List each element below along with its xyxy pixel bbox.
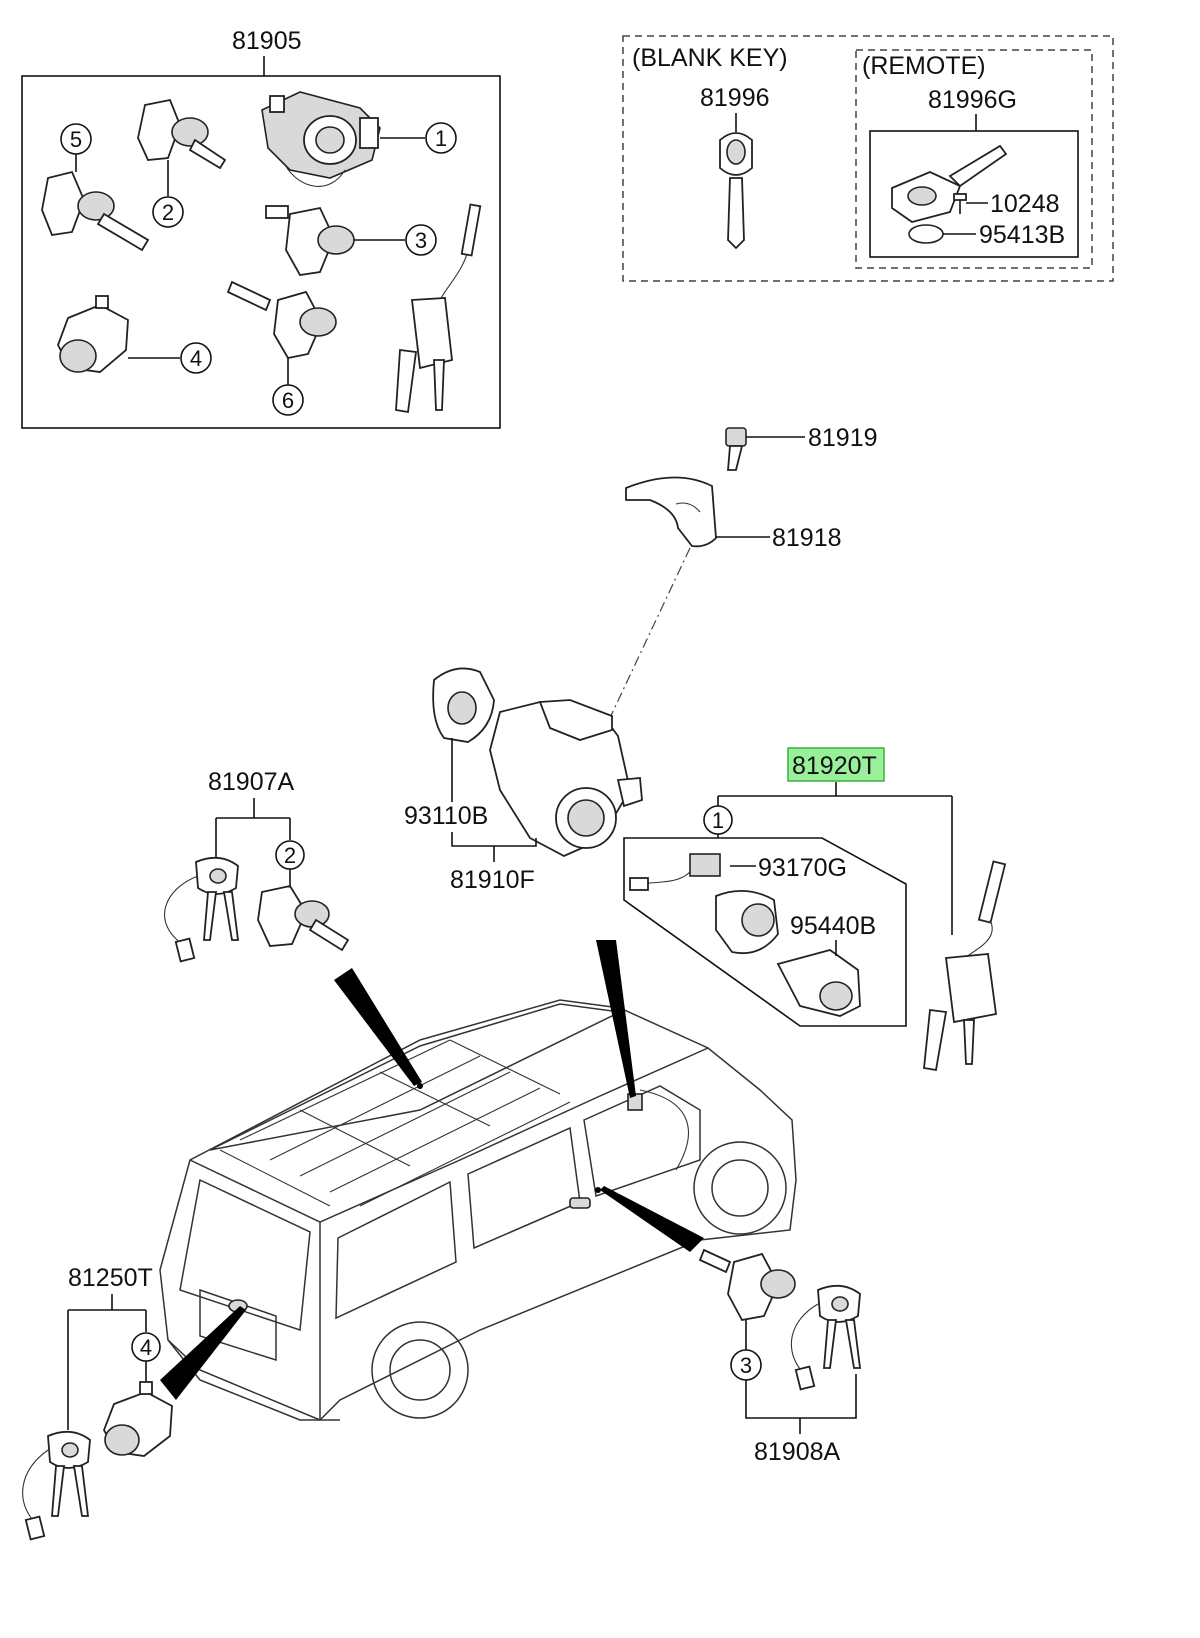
cylinder-3-illustration bbox=[265, 205, 355, 276]
set-81907a-group: 81907A 2 bbox=[164, 768, 350, 963]
callout-3b[interactable]: 3 bbox=[740, 1353, 752, 1378]
callout-4b[interactable]: 4 bbox=[140, 1335, 152, 1360]
label-81996g[interactable]: 81996G bbox=[928, 86, 1017, 114]
label-81907a[interactable]: 81907A bbox=[208, 768, 295, 796]
label-81920t[interactable]: 81920T bbox=[792, 752, 877, 780]
callout-1[interactable]: 1 bbox=[435, 126, 447, 151]
callout-6[interactable]: 6 bbox=[282, 388, 294, 413]
callout-4[interactable]: 4 bbox=[190, 346, 202, 371]
callout-1-circle bbox=[425, 122, 457, 154]
pointer-door bbox=[600, 1186, 704, 1252]
ring-illustration bbox=[776, 949, 861, 1017]
cylinder-81907a-illustration bbox=[257, 884, 350, 952]
callout-1b[interactable]: 1 bbox=[712, 808, 724, 833]
keys-81907a-illustration bbox=[164, 856, 240, 963]
battery-illustration bbox=[908, 224, 944, 244]
kit-outline bbox=[623, 837, 907, 1027]
label-10248[interactable]: 10248 bbox=[990, 190, 1060, 218]
callout-2-circle bbox=[152, 196, 184, 228]
callout-6-circle bbox=[272, 384, 304, 416]
remote-inner-box bbox=[869, 130, 1079, 258]
keys-81250t-illustration bbox=[22, 1430, 91, 1541]
set-81908a-group: 3 81908A bbox=[698, 1248, 862, 1466]
highlight-81920t bbox=[787, 747, 885, 782]
callout-2b[interactable]: 2 bbox=[284, 843, 296, 868]
remote-dashed-box bbox=[855, 49, 1093, 269]
cylinder-81908a-illustration bbox=[698, 1248, 796, 1322]
label-81905[interactable]: 81905 bbox=[232, 27, 302, 55]
label-81250t[interactable]: 81250T bbox=[68, 1264, 153, 1292]
tailgate-lock-4-illustration bbox=[57, 295, 129, 373]
keys-group: (BLANK KEY) 81996 (REMOTE) 81996G 10248 … bbox=[622, 35, 1114, 282]
centerline bbox=[607, 547, 691, 723]
door-cylinder-2-illustration bbox=[137, 98, 227, 170]
label-81996[interactable]: 81996 bbox=[700, 84, 770, 112]
label-81918[interactable]: 81918 bbox=[772, 524, 842, 552]
label-93110b[interactable]: 93110B bbox=[404, 802, 488, 830]
set-81920t-group: 81920T 1 93170G 95440B bbox=[623, 747, 1007, 1072]
callout-5-circle bbox=[60, 123, 92, 155]
bolt-illustration bbox=[725, 427, 747, 471]
pointer-ignition bbox=[596, 940, 636, 1098]
tailgate-lock-81250t-illustration bbox=[103, 1381, 173, 1457]
remote-key-illustration bbox=[891, 144, 1008, 223]
coil-illustration bbox=[629, 853, 779, 955]
screw-illustration bbox=[953, 193, 967, 214]
folding-keys-illustration bbox=[395, 203, 482, 414]
label-81919[interactable]: 81919 bbox=[808, 424, 878, 452]
callout-5[interactable]: 5 bbox=[70, 127, 82, 152]
label-81910f[interactable]: 81910F bbox=[450, 866, 535, 894]
set-81250t-group: 81250T 4 bbox=[22, 1264, 173, 1541]
keys-81908a-illustration bbox=[790, 1284, 862, 1391]
pointer-tailgate bbox=[160, 1306, 246, 1400]
bracket-illustration bbox=[625, 476, 717, 548]
keys-81920t-illustration bbox=[923, 860, 1007, 1072]
keys-dashed-box bbox=[622, 35, 1114, 282]
callout-2[interactable]: 2 bbox=[162, 200, 174, 225]
ignition-switch-illustration bbox=[261, 91, 381, 187]
lock-body-illustration bbox=[432, 667, 643, 858]
steering-lock-group: 81919 81918 93110B 81910F bbox=[404, 424, 878, 894]
door-cylinder-5-illustration bbox=[41, 170, 150, 252]
label-blank-key[interactable]: (BLANK KEY) bbox=[632, 44, 788, 72]
label-remote[interactable]: (REMOTE) bbox=[862, 52, 986, 80]
pointer-roof bbox=[334, 968, 422, 1086]
set-81905-group: 81905 1 2 5 bbox=[21, 27, 501, 429]
blank-key-illustration bbox=[719, 132, 753, 250]
label-81908a[interactable]: 81908A bbox=[754, 1438, 841, 1466]
callout-3-circle bbox=[405, 224, 437, 256]
label-95440b[interactable]: 95440B bbox=[790, 912, 876, 940]
cylinder-6-illustration bbox=[226, 280, 337, 360]
callout-3[interactable]: 3 bbox=[415, 228, 427, 253]
callout-4-circle bbox=[180, 342, 212, 374]
label-95413b[interactable]: 95413B bbox=[979, 221, 1065, 249]
van-illustration bbox=[159, 999, 797, 1421]
set-81905-box bbox=[21, 75, 501, 429]
label-93170g[interactable]: 93170G bbox=[758, 854, 847, 882]
